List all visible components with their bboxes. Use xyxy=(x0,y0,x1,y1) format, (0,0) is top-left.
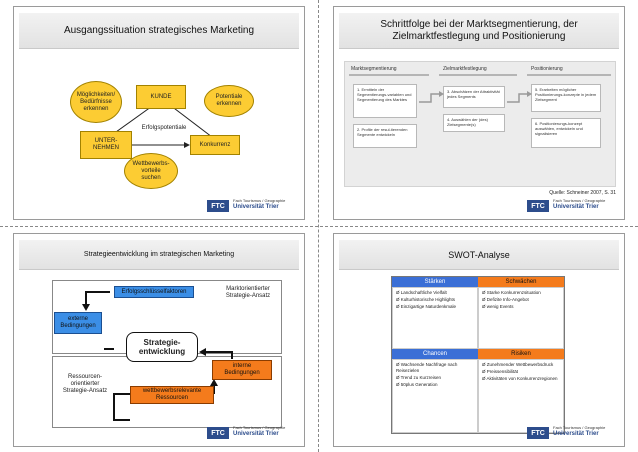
slide-ausgangssituation: Ausgangssituation strategisches Marketin… xyxy=(13,6,305,220)
erfolgspotentiale-label: Erfolgspotentiale xyxy=(141,125,187,131)
ressourcenorientiert-label: Ressourcen- orientierter Strategie-Ansat… xyxy=(58,374,112,395)
slide1-title: Ausgangssituation strategisches Marketin… xyxy=(19,13,299,49)
logo-mark: FTC xyxy=(527,427,549,439)
wettbewerbsrelevante-line1: wettbewerbsrelevante xyxy=(142,388,202,394)
ressourcen-line3: Strategie-Ansatz xyxy=(62,388,108,394)
logo-mark: FTC xyxy=(207,427,229,439)
university-logo: FTC Fach Tourismus / Geographie Universi… xyxy=(207,198,299,214)
university-logo: FTC Fach Tourismus / Geographie Universi… xyxy=(527,198,619,214)
interne-line1: interne xyxy=(232,363,252,369)
logo-line2: Universität Trier xyxy=(233,204,279,210)
strategieentwicklung-box: Strategie- entwicklung xyxy=(126,332,198,362)
unternehmen-box: UNTER- NEHMEN xyxy=(80,131,132,159)
col-marktsegmentierung: Marktsegmentierung xyxy=(351,66,397,72)
step-4: 4. Auswählen der (des) Zielsegmente(s) xyxy=(443,114,505,132)
staerken-item: Ø Einzigartige Naturdenkmale xyxy=(396,304,457,309)
step-3: 3. Abschätzen der Attraktivität jedes Se… xyxy=(443,86,505,108)
step-1: 1. Ermitteln der Segmentierungs-variable… xyxy=(353,84,417,118)
chancen-item: Ø 50plus Generation xyxy=(396,382,438,387)
slide-swot: SWOT-Analyse Stärken Schwächen Ø Landsch… xyxy=(333,233,625,447)
externe-line2: Bedingungen xyxy=(60,323,96,329)
schwaechen-item: Ø wenig Events xyxy=(482,304,514,309)
strategie-line2: entwicklung xyxy=(138,347,186,356)
logo-line2: Universität Trier xyxy=(553,204,599,210)
col-zielmarktfestlegung: Zielmarktfestlegung xyxy=(443,66,487,72)
slide2-title: Schrittfolge bei der Marktsegmentierung,… xyxy=(339,13,619,49)
logo-line2: Universität Trier xyxy=(233,431,279,437)
slide3-arrows xyxy=(82,291,233,421)
logo-mark: FTC xyxy=(207,200,229,212)
slide4-title: SWOT-Analyse xyxy=(339,240,619,270)
chancen-cell: Ø Wachsende Nachfrage nach Reisezielen Ø… xyxy=(392,359,478,433)
logo-line1: Fach Tourismus / Geographie xyxy=(553,425,606,430)
erfolgsschluesselfaktoren-box: Erfolgsschlüsselfaktoren xyxy=(114,286,194,298)
col-rule-1 xyxy=(349,74,429,76)
externe-bedingungen-box: externe Bedingungen xyxy=(54,312,102,334)
source-note: Quelle: Schneiner 2007, S. 31 xyxy=(549,190,616,196)
wettbewerbsrelevante-ressourcen-box: wettbewerbsrelevante Ressourcen xyxy=(130,386,214,404)
schwaechen-item: Ø Starke Konkurrenzsituation xyxy=(482,290,541,295)
staerken-item: Ø Kulturhistorische Highlights xyxy=(396,297,456,302)
unternehmen-line1: UNTER- xyxy=(94,138,118,144)
col-rule-2 xyxy=(439,74,517,76)
schwaechen-header: Schwächen xyxy=(478,277,564,287)
risiken-cell: Ø Zunehmender Wettbewerbsdruck Ø Preisse… xyxy=(478,359,564,433)
col-positionierung: Positionierung xyxy=(531,66,563,72)
marktorientiert-label: Marktorientierter Strategie-Ansatz xyxy=(220,286,276,300)
externe-line1: externe xyxy=(67,316,88,322)
wettbewerbsrelevante-line2: Ressourcen xyxy=(155,395,188,401)
risiken-item: Ø Zunehmender Wettbewerbsdruck xyxy=(482,362,554,367)
step-2: 2. Profile der resul-tierenden Segmente … xyxy=(353,124,417,148)
slide3-title: Strategieentwicklung im strategischen Ma… xyxy=(19,240,299,270)
wettbewerbs-line2: vorteile xyxy=(141,167,161,174)
process-arrows xyxy=(419,91,532,103)
risiken-header: Risiken xyxy=(478,349,564,359)
logo-mark: FTC xyxy=(527,200,549,212)
chancen-item: Ø Wachsende Nachfrage nach Reisezielen xyxy=(396,362,458,373)
step-5: 5. Erarbeiten möglicher Positionierungs-… xyxy=(531,84,601,112)
swot-grid: Stärken Schwächen Ø Landschaftliche Viel… xyxy=(391,276,565,434)
unternehmen-line2: NEHMEN xyxy=(92,145,119,151)
process-figure: Marktsegmentierung Zielmarktfestlegung P… xyxy=(344,61,616,187)
slide2-title-line1: Schrittfolge bei der Marktsegmentierung,… xyxy=(380,18,578,30)
slide2-title-line2: Zielmarktfestlegung und Positionierung xyxy=(392,30,566,42)
marktorientiert-line1: Marktorientierter xyxy=(226,286,270,292)
potentiale-ellipse: Potentiale erkennen xyxy=(204,85,254,117)
logo-line1: Fach Tourismus / Geographie xyxy=(233,425,286,430)
moeglichkeiten-ellipse: Möglichkeiten/ Bedürfnisse erkennen xyxy=(70,81,122,123)
staerken-cell: Ø Landschaftliche Vielfalt Ø Kulturhisto… xyxy=(392,287,478,349)
schwaechen-cell: Ø Starke Konkurrenzsituation Ø Defizite … xyxy=(478,287,564,349)
staerken-header: Stärken xyxy=(392,277,478,287)
university-logo: FTC Fach Tourismus / Geographie Universi… xyxy=(527,425,619,441)
schwaechen-item: Ø Defizite Info-Angebot xyxy=(482,297,529,302)
strategie-line1: Strategie- xyxy=(143,338,181,347)
university-logo: FTC Fach Tourismus / Geographie Universi… xyxy=(207,425,299,441)
konkurrenz-box: Konkurrenz xyxy=(190,135,240,155)
wettbewerbsvorteile-ellipse: Wettbewerbs- vorteile suchen xyxy=(124,153,178,189)
slide-schrittfolge: Schrittfolge bei der Marktsegmentierung,… xyxy=(333,6,625,220)
logo-line1: Fach Tourismus / Geographie xyxy=(233,198,286,203)
logo-line2: Universität Trier xyxy=(553,431,599,437)
staerken-item: Ø Landschaftliche Vielfalt xyxy=(396,290,447,295)
step-6: 6. Positionierungs-konzept auswählen, en… xyxy=(531,118,601,148)
chancen-item: Ø Trend zu Kurzreisen xyxy=(396,375,442,380)
risiken-item: Ø Aktivitäten von Konkurrenzregionen xyxy=(482,376,558,381)
kunde-box: KUNDE xyxy=(136,85,186,109)
interne-bedingungen-box: interne Bedingungen xyxy=(212,360,272,380)
slide-strategieentwicklung: Strategieentwicklung im strategischen Ma… xyxy=(13,233,305,447)
chancen-header: Chancen xyxy=(392,349,478,359)
ressourcen-line1: Ressourcen- xyxy=(67,374,102,380)
horizontal-divider xyxy=(0,226,638,227)
interne-line2: Bedingungen xyxy=(224,370,260,376)
marktorientiert-line2: Strategie-Ansatz xyxy=(225,293,271,299)
logo-line1: Fach Tourismus / Geographie xyxy=(553,198,606,203)
col-rule-3 xyxy=(527,74,611,76)
risiken-item: Ø Preissensibilität xyxy=(482,369,519,374)
wettbewerbs-line1: Wettbewerbs- xyxy=(132,160,170,167)
wettbewerbs-line3: suchen xyxy=(141,174,161,181)
ressourcen-line2: orientierter xyxy=(70,381,100,387)
